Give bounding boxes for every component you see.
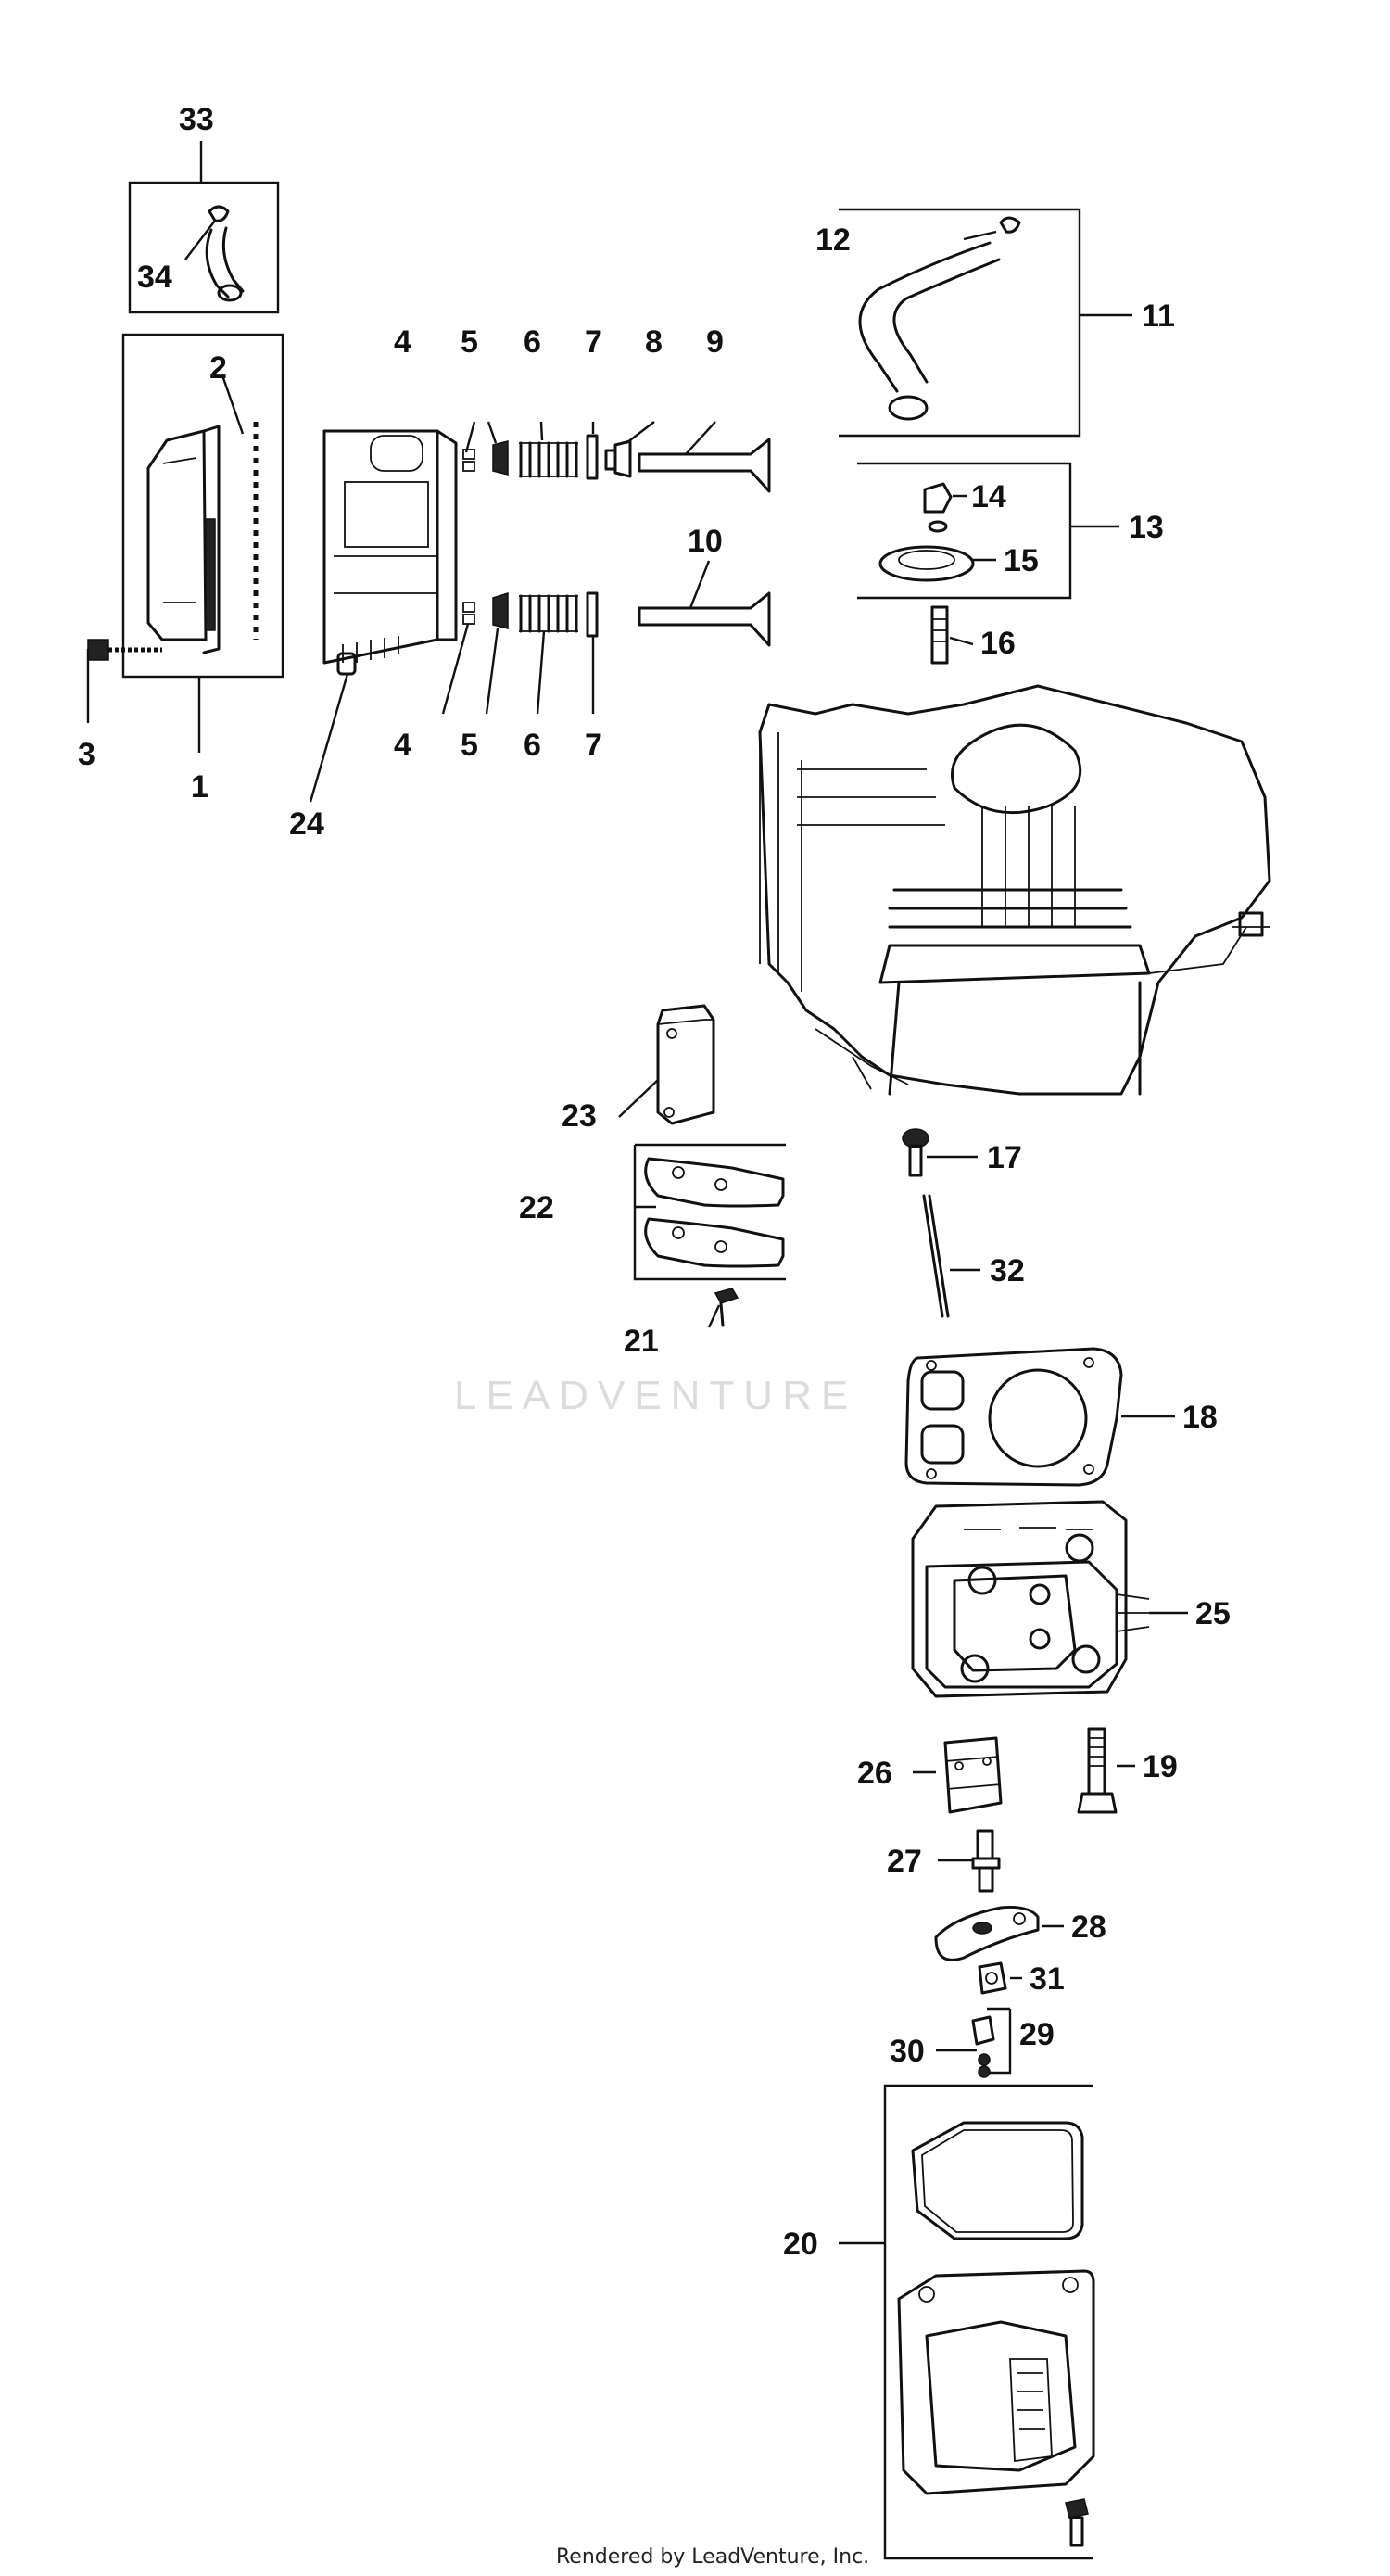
group-box-11	[839, 208, 1081, 438]
callout-26: 26	[857, 1756, 892, 1791]
group-box-1	[121, 333, 284, 679]
callout-6-top: 6	[524, 324, 541, 360]
callout-17: 17	[987, 1140, 1022, 1175]
grommet-part-15	[878, 520, 975, 582]
guide-plate-part-top	[644, 1157, 785, 1208]
callout-23: 23	[562, 1098, 597, 1134]
spring-cap-part-bottom	[586, 591, 599, 638]
callout-1: 1	[191, 769, 208, 805]
callout-7-top: 7	[585, 324, 602, 360]
screw-part-21	[714, 1288, 739, 1327]
valve-keepers-part-top	[462, 449, 475, 472]
callout-30: 30	[890, 2034, 925, 2069]
callout-25: 25	[1195, 1596, 1231, 1631]
group-box-33	[128, 181, 280, 314]
valve-spring-part-bottom	[519, 594, 578, 633]
breather-cover-part	[146, 425, 221, 654]
callout-11: 11	[1142, 298, 1175, 334]
callout-9: 9	[706, 324, 724, 360]
valve-spring-part-top	[519, 441, 578, 478]
callout-14: 14	[971, 479, 1006, 514]
callout-5-top: 5	[461, 324, 478, 360]
callout-20: 20	[783, 2227, 818, 2262]
stud-part-16	[930, 605, 949, 665]
rocker-stud-part	[971, 1829, 1001, 1893]
footer-credit: Rendered by LeadVenture, Inc.	[556, 2545, 869, 2569]
callout-7-bottom: 7	[585, 728, 602, 763]
group-box-20	[883, 2084, 1093, 2560]
exhaust-valve-part	[638, 438, 771, 493]
spring-retainer-part-bottom	[492, 591, 509, 629]
engine-block-part	[758, 684, 1271, 1096]
callout-12: 12	[815, 222, 851, 258]
cylinder-head-part	[911, 1500, 1150, 1698]
screw-part-3	[87, 639, 162, 661]
callout-18: 18	[1182, 1400, 1218, 1435]
rocker-pivot-part	[978, 1961, 1007, 1995]
valve-cover-part	[897, 2269, 1095, 2495]
callout-21: 21	[624, 1324, 659, 1359]
head-gasket-part	[904, 1347, 1123, 1487]
callout-10: 10	[688, 524, 723, 559]
group-box-13	[857, 462, 1072, 600]
callout-6-bottom: 6	[524, 728, 541, 763]
callout-4-bottom: 4	[394, 728, 411, 763]
guide-plate-part-bottom	[644, 1217, 785, 1268]
valve-cover-gasket-part	[911, 2121, 1084, 2240]
callout-31: 31	[1030, 1961, 1065, 1997]
spring-retainer-part-top	[492, 440, 509, 476]
valve-chamber-part	[322, 429, 458, 676]
callout-27: 27	[887, 1844, 922, 1879]
nut-part-14	[923, 482, 953, 514]
cover-screw-part	[1065, 2498, 1089, 2547]
callout-34: 34	[137, 260, 172, 295]
breather-hose-part	[858, 216, 1021, 421]
callout-15: 15	[1004, 543, 1039, 578]
group-box-22	[633, 1145, 786, 1281]
intake-valve-part	[638, 591, 771, 647]
rocker-arm-part	[934, 1906, 1040, 1961]
tappet-part-17	[902, 1128, 929, 1177]
group-box-29	[987, 2009, 1012, 2075]
callout-29: 29	[1019, 2017, 1055, 2052]
breather-tube-part	[205, 205, 245, 302]
watermark: LEADVENTURE	[454, 1373, 857, 1418]
callout-13: 13	[1129, 510, 1164, 545]
rocker-bridge-part	[943, 1736, 1003, 1814]
callout-16: 16	[980, 626, 1016, 661]
callout-28: 28	[1071, 1910, 1106, 1945]
callout-19: 19	[1143, 1749, 1178, 1784]
callout-32: 32	[990, 1253, 1025, 1288]
callout-2: 2	[209, 350, 227, 386]
leader-lines	[86, 141, 1188, 2245]
callout-22: 22	[519, 1190, 554, 1225]
callout-3: 3	[78, 737, 95, 772]
valve-keepers-part-bottom	[462, 602, 475, 625]
pushrod-part-32	[922, 1194, 950, 1318]
adjusting-nut-part	[971, 2015, 995, 2078]
callout-8: 8	[645, 324, 663, 360]
pushrod-guide-part	[656, 1004, 715, 1125]
callout-5-bottom: 5	[461, 728, 478, 763]
valve-seal-part	[604, 439, 632, 478]
callout-24: 24	[289, 806, 324, 842]
head-bolt-part	[1077, 1727, 1118, 1814]
callout-labels: 33 34 2 3 1 24 4 5 6 7 8 9 10 4 5 6 7 12…	[78, 102, 1231, 2262]
callout-4-top: 4	[394, 324, 411, 360]
callout-33: 33	[179, 102, 214, 137]
spring-cap-part-top	[586, 434, 599, 480]
